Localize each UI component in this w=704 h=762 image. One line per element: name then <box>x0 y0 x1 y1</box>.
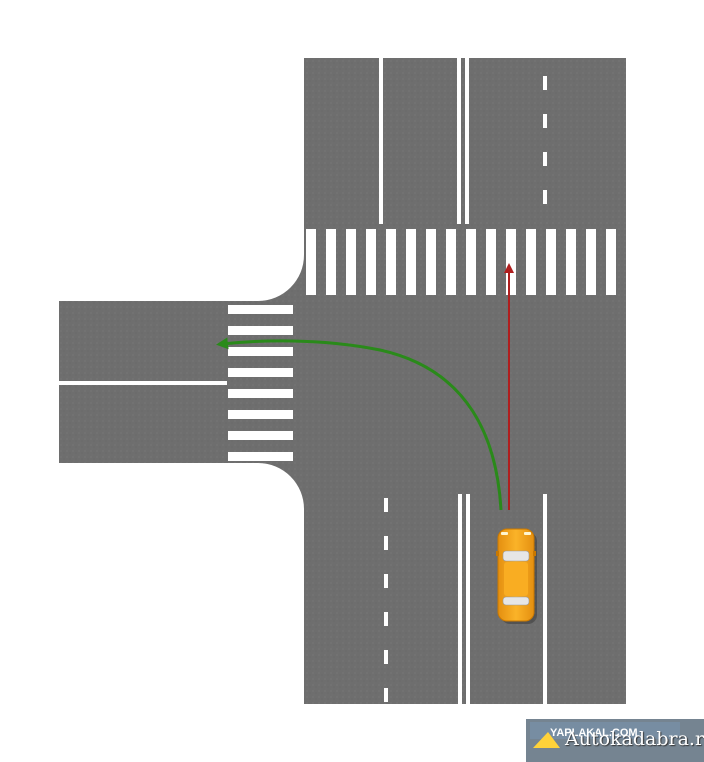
corner-bottom <box>258 463 304 509</box>
corner-top <box>258 255 304 301</box>
lane-markings-bottom <box>384 494 547 704</box>
side-road-center-line <box>59 381 227 385</box>
left-turn-path-arrow <box>216 337 503 511</box>
crosswalk-top <box>306 229 616 295</box>
lane-markings-top <box>379 58 547 224</box>
crosswalk-left <box>228 305 293 461</box>
car-rear-window <box>502 596 530 606</box>
watermark-logo-text: YAPLAKAL.COM <box>550 727 638 739</box>
watermark-logo: YAPLAKAL.COM <box>526 719 704 762</box>
watermark-site-text: Autokadabra.ru <box>565 728 704 750</box>
car-roof <box>504 562 528 596</box>
car-windshield <box>502 550 530 562</box>
car <box>496 528 537 624</box>
